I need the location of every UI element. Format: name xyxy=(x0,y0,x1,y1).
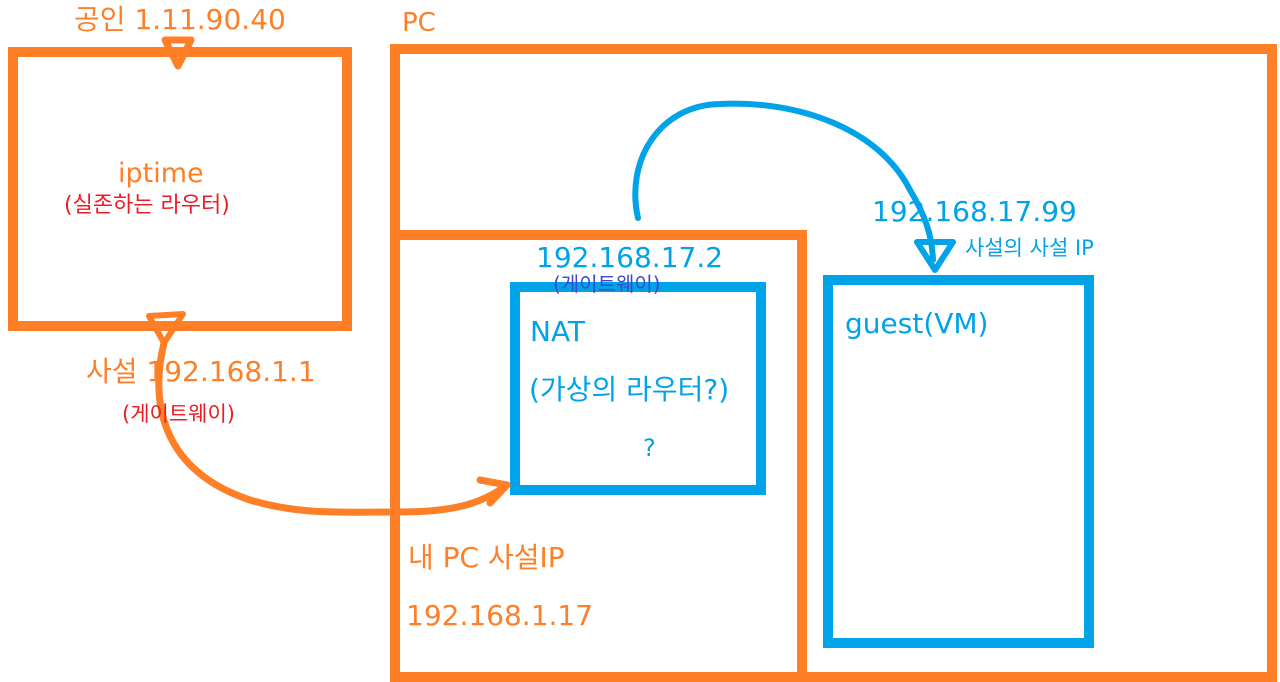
nat-name: NAT xyxy=(530,315,586,348)
host-network-box xyxy=(390,230,807,682)
nat-to-guest-curve xyxy=(632,100,936,263)
router-gateway-note: (게이트웨이) xyxy=(122,402,235,426)
router-public-ip-label: 공인 1.11.90.40 xyxy=(74,3,286,36)
nat-box xyxy=(510,282,766,495)
guest-ip-arrow-icon xyxy=(914,239,956,273)
public-ip-arrow-icon xyxy=(161,36,195,70)
nat-gateway-note: (게이트웨이) xyxy=(553,272,661,296)
guest-vm-box xyxy=(823,275,1094,648)
pc-title: PC xyxy=(402,8,436,38)
router-private-ip-label: 사설 192.168.1.1 xyxy=(86,355,316,388)
host-private-ip: 192.168.1.17 xyxy=(406,599,594,632)
router-to-nat-curve xyxy=(155,339,511,516)
router-note: (실존하는 라우터) xyxy=(64,193,230,218)
host-private-ip-label: 내 PC 사설IP xyxy=(408,541,565,574)
guest-ip-note: 사설의 사설 IP xyxy=(965,236,1094,260)
router-name: iptime xyxy=(118,158,204,189)
guest-ip: 192.168.17.99 xyxy=(872,195,1077,228)
nat-question: ? xyxy=(643,434,656,462)
nat-ip: 192.168.17.2 xyxy=(536,241,724,274)
nat-description: (가상의 라우터?) xyxy=(529,373,730,406)
guest-name: guest(VM) xyxy=(845,307,989,340)
router-box xyxy=(8,47,352,331)
router-to-nat-arrowhead-icon xyxy=(476,476,511,507)
private-ip-arrow-icon xyxy=(146,311,186,346)
